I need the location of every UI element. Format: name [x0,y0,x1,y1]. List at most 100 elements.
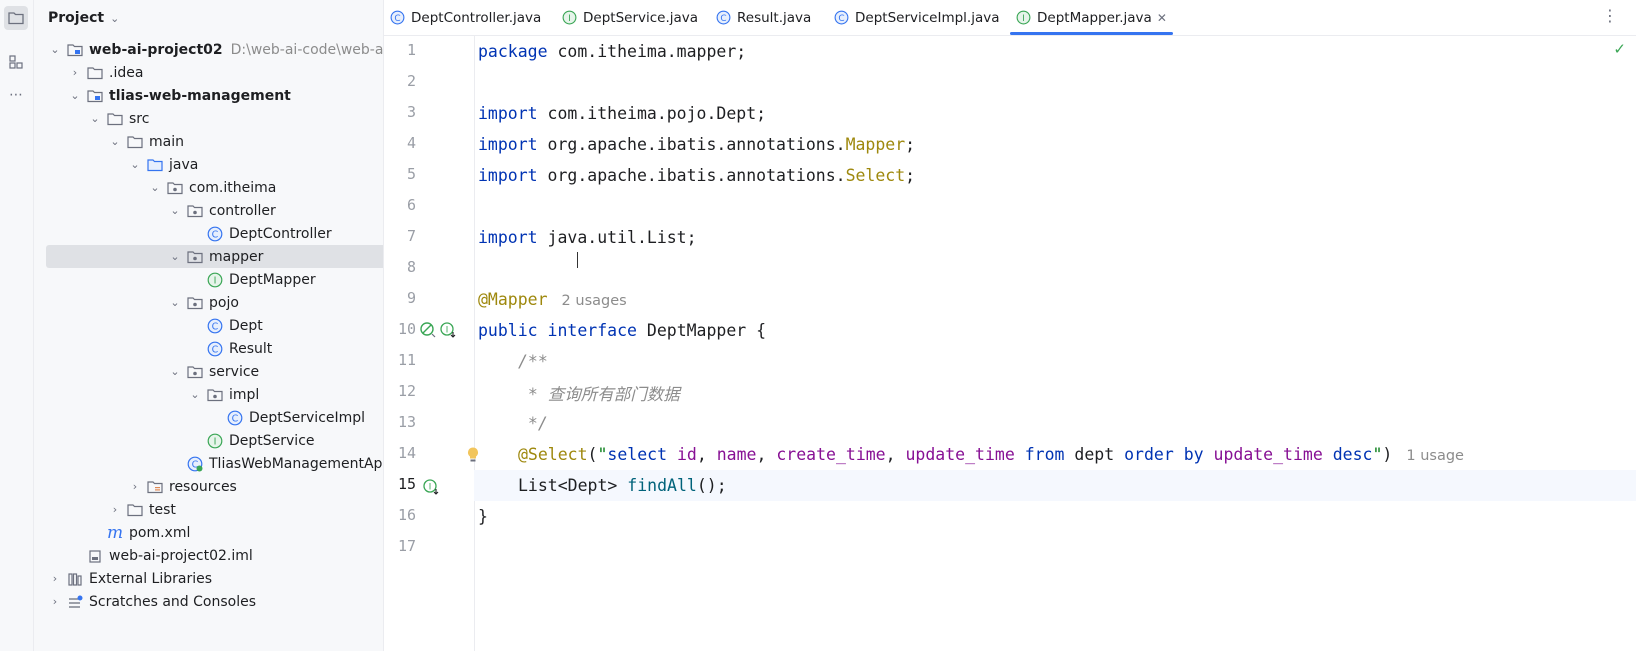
tree-item-pojo[interactable]: ⌄ pojo [48,291,383,314]
tree-item-label: Result [229,340,273,357]
line-number: 7 [406,227,416,245]
ellipsis-icon: ⋯ [9,87,23,103]
keyword: import [478,104,538,123]
tree-item-idea[interactable]: › .idea [48,61,383,84]
code-text: com.itheima.mapper; [547,42,747,61]
paren: ( [587,445,598,464]
editor-tab-bar: C DeptController.java I DeptService.java… [384,0,1636,36]
line-number: 4 [406,134,416,152]
close-icon[interactable]: ✕ [1156,10,1167,25]
tree-item-java[interactable]: ⌄ java [48,153,383,176]
tab-deptmapper[interactable]: I DeptMapper.java ✕ [1010,0,1173,35]
tab-deptserviceimpl[interactable]: C DeptServiceImpl.java [834,0,1000,35]
project-tool-button[interactable] [4,6,28,30]
tree-item-service[interactable]: ⌄ service [48,360,383,383]
tab-deptservice[interactable]: I DeptService.java [562,0,698,35]
tree-item-project-root[interactable]: ⌄ web-ai-project02 D:\web-ai-code\web-ai… [48,38,384,61]
tree-item-resources[interactable]: › resources [48,475,383,498]
code-text: DeptMapper { [636,321,767,340]
tree-item-impl[interactable]: ⌄ impl [48,383,383,406]
more-tools-button[interactable]: ⋯ [4,83,28,107]
interface-icon: I [206,271,224,289]
tree-item-deptcontroller[interactable]: C DeptController [48,222,383,245]
code-editor[interactable]: package com.itheima.mapper; import com.i… [474,36,1636,651]
tree-item-scratches[interactable]: › Scratches and Consoles [48,590,383,613]
tree-item-label: .idea [109,64,144,81]
line-number: 9 [406,289,416,307]
project-path: D:\web-ai-code\web-ai-p [230,41,384,58]
sql-keyword: from [1024,445,1065,464]
tree-item-main[interactable]: ⌄ main [48,130,383,153]
usages-hint[interactable]: 1 usage [1406,448,1464,464]
tree-item-label: resources [169,478,237,495]
line-number: 5 [406,165,416,183]
sql-keyword: desc [1332,445,1373,464]
tree-item-label: web-ai-project02.iml [109,547,253,564]
module-folder-icon [86,87,104,105]
tab-label: DeptServiceImpl.java [855,9,1000,26]
tree-item-result[interactable]: C Result [48,337,383,360]
tree-item-deptserviceimpl[interactable]: C DeptServiceImpl [48,406,383,429]
tree-item-test[interactable]: › test [48,498,383,521]
source-folder-icon [146,156,164,174]
tree-item-package-root[interactable]: ⌄ com.itheima [48,176,383,199]
package-icon [166,179,184,197]
sql-column: id [676,445,697,464]
tree-item-label: web-ai-project02 [89,41,223,58]
code-text: ; [905,166,916,185]
svg-text:C: C [192,459,199,470]
tree-item-label: src [129,110,150,127]
scratches-icon [66,593,84,611]
return-type: List<Dept> [518,476,618,495]
inspection-ok-icon[interactable]: ✓ [1613,40,1626,58]
tab-deptcontroller[interactable]: C DeptController.java [390,0,541,35]
class-icon: C [206,225,224,243]
project-panel: Project ⌄ ⌄ web-ai-project02 D:\web-ai-c… [34,0,384,651]
tree-item-controller[interactable]: ⌄ controller [48,199,383,222]
editor-gutter: 1 2 3 4 5 6 7 8 9 10 11 12 13 14 15 16 1… [384,36,478,651]
tree-item-label: DeptController [229,225,332,242]
tree-item-module[interactable]: ⌄ tlias-web-management [48,84,383,107]
tab-label: Result.java [737,9,812,26]
paren: ) [1382,445,1393,464]
keyword: import [478,135,538,154]
tree-item-label: service [209,363,260,380]
svg-text:I: I [568,14,571,24]
svg-text:C: C [212,229,219,240]
tree-item-iml[interactable]: web-ai-project02.iml [48,544,383,567]
implemented-method-icon[interactable]: I [422,478,440,496]
tree-item-label: pom.xml [129,524,191,541]
no-beans-icon[interactable] [419,321,437,339]
svg-text:C: C [720,14,726,24]
lightbulb-icon[interactable] [464,446,482,464]
code-text: org.apache.ibatis.annotations. [537,166,846,185]
annotation-ref: Mapper [845,135,906,154]
tree-item-dept[interactable]: C Dept [48,314,383,337]
tab-result[interactable]: C Result.java [716,0,811,35]
sql-column: create_time [776,445,886,464]
tree-item-application[interactable]: C TliasWebManagementAp [48,452,383,475]
svg-text:C: C [232,413,239,424]
tree-item-mapper[interactable]: ⌄ mapper [46,245,383,268]
line-number: 11 [397,351,416,369]
tree-item-external-libraries[interactable]: › External Libraries [48,567,383,590]
class-icon: C [834,10,849,25]
tree-item-deptmapper[interactable]: I DeptMapper [48,268,383,291]
expanded-arrow-icon: ⌄ [170,250,180,263]
svg-text:I: I [214,436,217,447]
comment: /** [518,352,548,371]
line-number-current: 15 [397,475,416,493]
tree-item-src[interactable]: ⌄ src [48,107,383,130]
more-actions-icon[interactable]: ⋮ [1602,6,1618,25]
tree-item-pom[interactable]: m pom.xml [48,521,383,544]
usages-hint[interactable]: 2 usages [561,293,627,309]
code-text: java.util.List; [537,228,697,247]
tree-item-deptservice[interactable]: I DeptService [48,429,383,452]
annotation: @Mapper [478,290,548,309]
svg-text:C: C [394,14,400,24]
code-text: (); [696,476,727,495]
project-panel-header[interactable]: Project ⌄ [48,8,119,28]
collapsed-arrow-icon: › [112,503,118,516]
structure-tool-button[interactable] [4,50,28,74]
implemented-interface-icon[interactable]: I [439,321,457,339]
